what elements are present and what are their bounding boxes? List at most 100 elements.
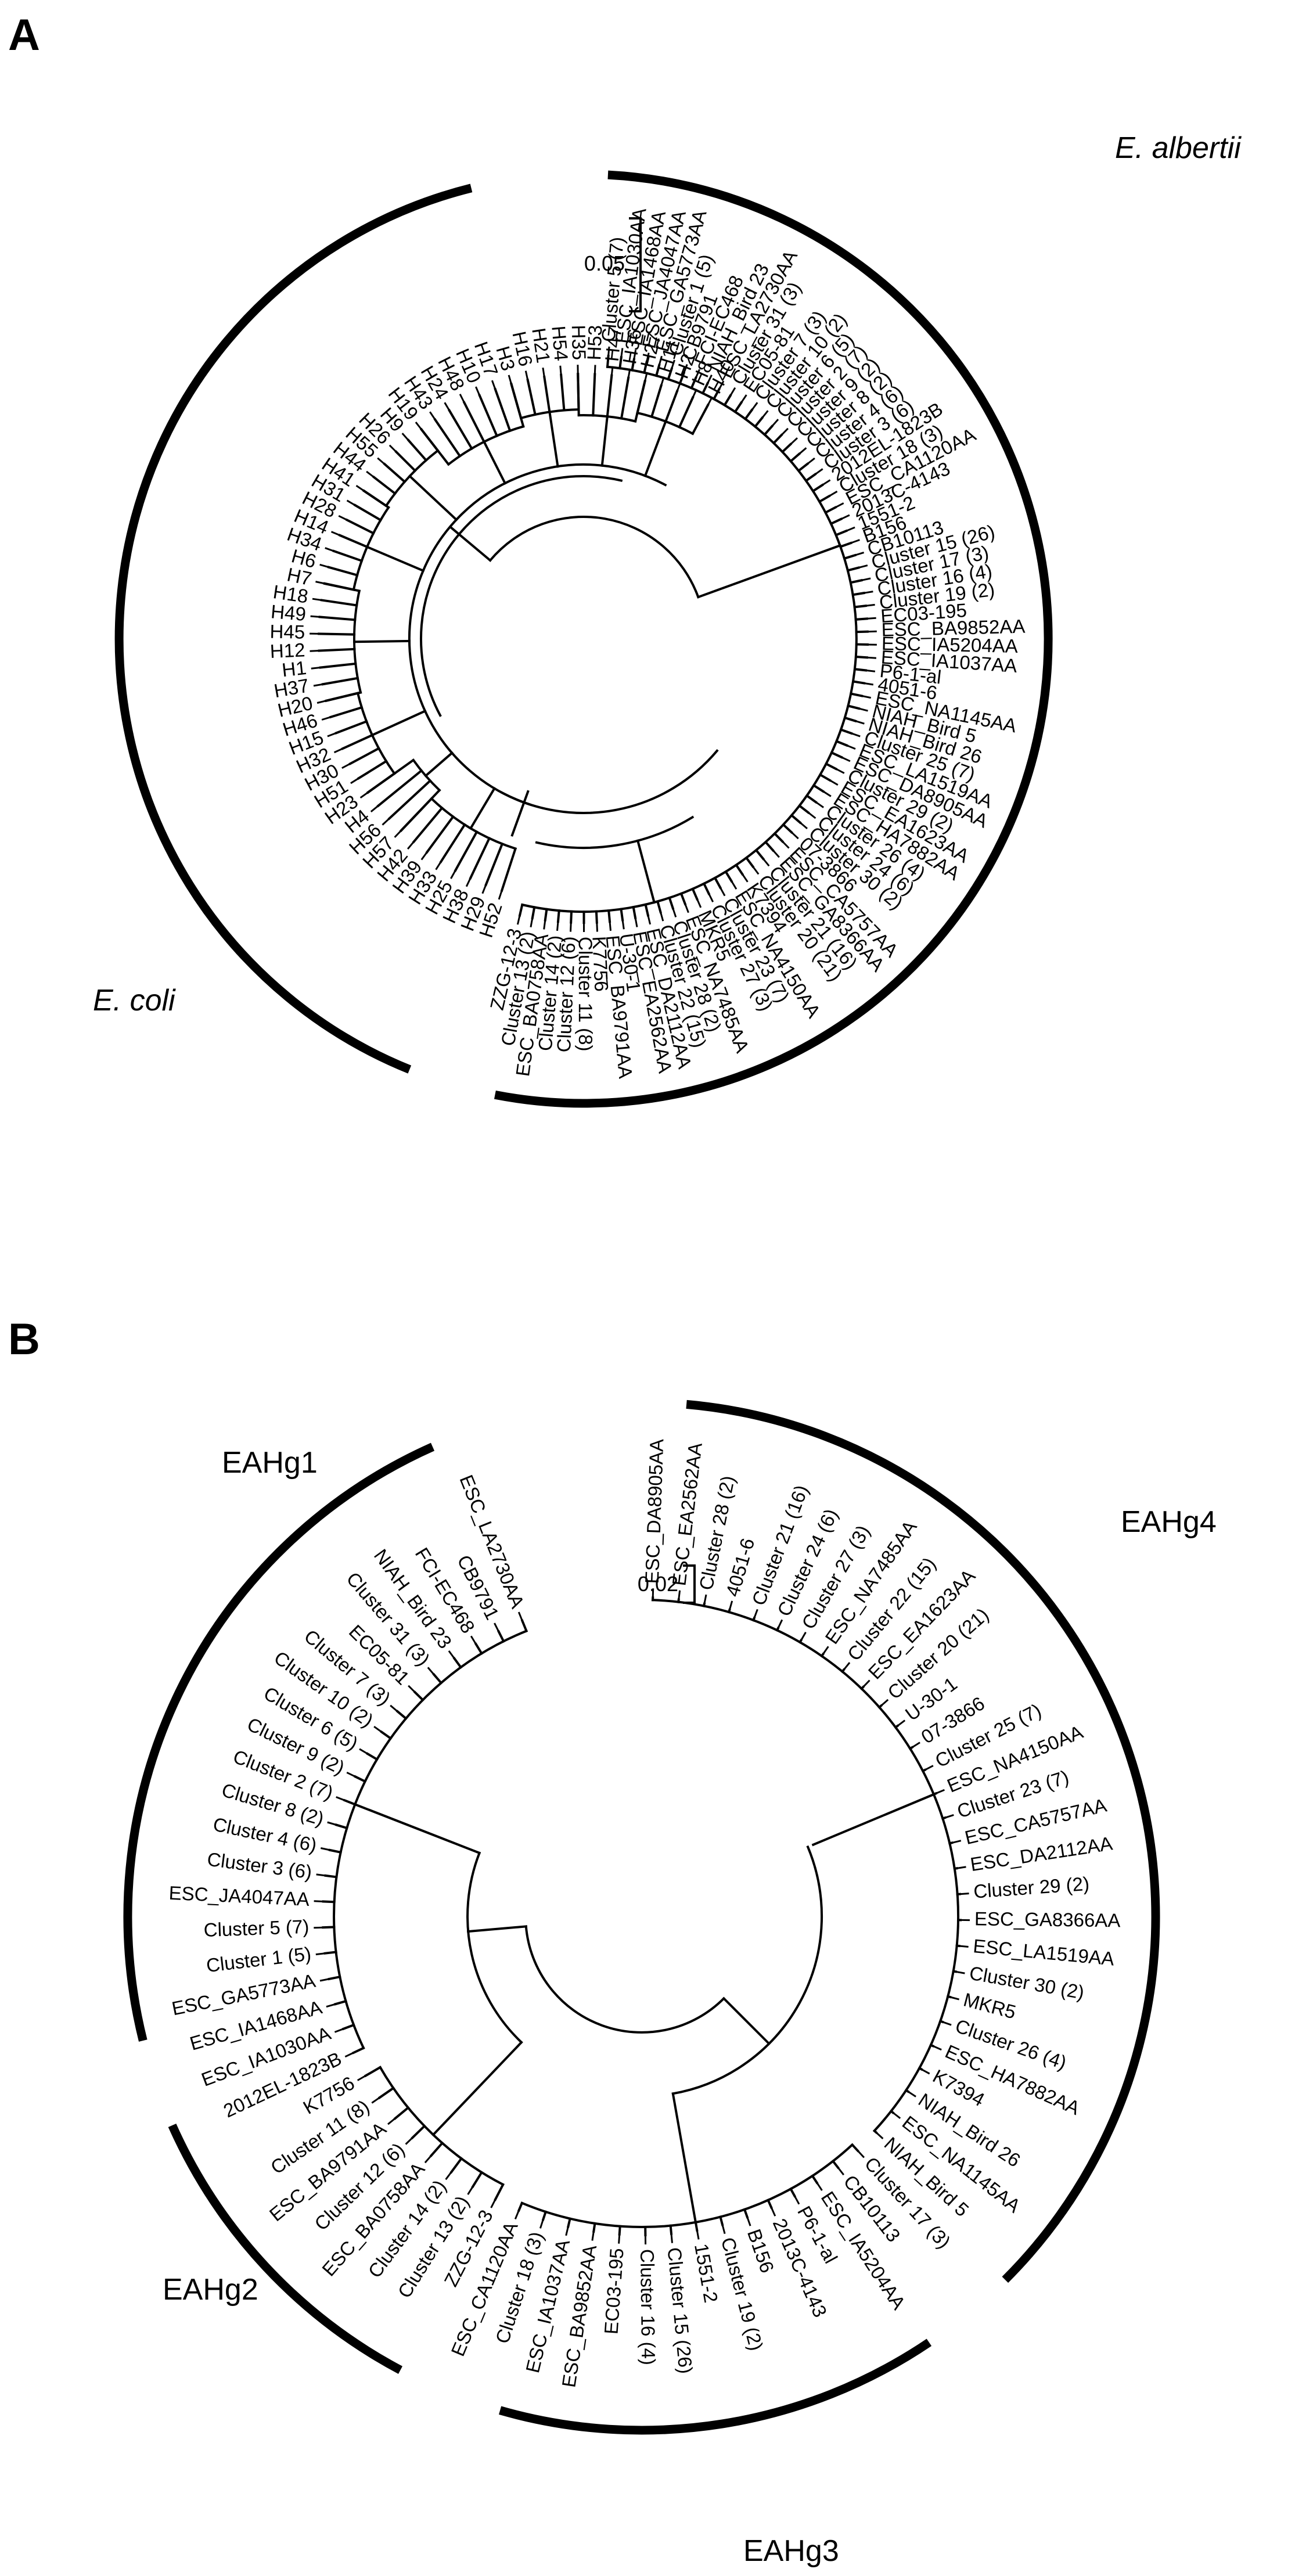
panel-a-leaf-branch bbox=[799, 822, 808, 830]
panel-a-leaf-branch bbox=[660, 912, 664, 922]
panel-a-leaf-branch bbox=[435, 861, 442, 870]
panel-b-leaf-stem bbox=[323, 1951, 337, 1955]
panel-a-albertii-branch bbox=[830, 751, 844, 759]
panel-b-leaf-branch bbox=[770, 2207, 776, 2217]
panel-a-albertii-branch bbox=[853, 668, 868, 672]
panel-a-leaf-branch bbox=[864, 682, 874, 686]
panel-a-ecoli-branch bbox=[319, 662, 357, 669]
panel-b-root-arc-arc bbox=[524, 1925, 726, 2034]
panel-a-leaf-branch bbox=[846, 744, 856, 750]
panel-a-leaf-branch bbox=[312, 598, 322, 601]
panel-b-leaf-stem bbox=[566, 2217, 572, 2228]
panel-b-leaf-branch bbox=[315, 1952, 325, 1956]
panel-a-leaf-h53: H53 bbox=[583, 325, 606, 361]
panel-b-leaf-stem bbox=[334, 1823, 348, 1830]
panel-a-albertii-branch bbox=[656, 900, 662, 914]
panel-b-leaf-branch bbox=[539, 2219, 544, 2229]
panel-b-leaf-stem bbox=[592, 2222, 596, 2233]
panel-a-ecoli-stem-4 bbox=[408, 474, 458, 521]
panel-b-leaf-branch bbox=[703, 1594, 707, 1604]
panel-a-leaf-branch bbox=[858, 564, 868, 569]
panel-a-leaf-branch bbox=[815, 801, 824, 808]
panel-b-group-label-eahg2: EAHg2 bbox=[163, 2273, 258, 2307]
panel-a-leaf-branch bbox=[370, 805, 379, 812]
panel-a-ecoli-branch bbox=[691, 403, 710, 436]
panel-a-albertii-branch bbox=[839, 541, 852, 548]
panel-b-group-label-eahg3: EAHg3 bbox=[743, 2534, 839, 2568]
panel-a-leaf-branch bbox=[695, 369, 700, 379]
panel-a-ecoli-branch bbox=[376, 769, 423, 808]
panel-a-leaf-branch bbox=[498, 890, 503, 900]
panel-b-leaf-branch bbox=[678, 1590, 681, 1600]
panel-a-leaf-branch bbox=[543, 920, 546, 930]
panel-b-leaf-stem bbox=[921, 1768, 927, 1773]
panel-b-leaf-branch bbox=[517, 1611, 523, 1621]
panel-a-albertii-branch bbox=[839, 728, 853, 735]
panel-b-leaf-branch bbox=[816, 2182, 823, 2191]
panel-a-leaf-branch bbox=[459, 394, 465, 403]
panel-a-leaf-branch bbox=[707, 375, 713, 384]
panel-a-albertii-branch bbox=[518, 903, 524, 917]
panel-b-leaf-branch bbox=[408, 1685, 416, 1693]
panel-a-ecoli-branch bbox=[484, 842, 504, 887]
panel-a-leaf-branch bbox=[835, 768, 845, 774]
panel-b-leaf-stem bbox=[474, 1642, 484, 1656]
panel-a-leaf-branch bbox=[861, 577, 871, 581]
panel-b-leaf-branch bbox=[721, 2224, 726, 2234]
panel-b-leaf-stem bbox=[952, 1970, 958, 1973]
panel-a-leaf-branch bbox=[861, 695, 871, 699]
panel-a-ecoli-branch bbox=[366, 758, 415, 794]
panel-b-leaf-branch bbox=[932, 2045, 942, 2051]
panel-a-leaf-cluster-12-6: Cluster 12 (6) bbox=[553, 936, 580, 1053]
panel-b-leaf-branch bbox=[357, 2075, 366, 2081]
panel-b-leaf-stem bbox=[364, 2066, 382, 2078]
panel-a-ecoli-branch bbox=[327, 566, 359, 577]
panel-a-ecoli-branch bbox=[469, 836, 491, 880]
panel-a-albertii-branch bbox=[735, 863, 744, 876]
panel-a-ecoli-branch bbox=[478, 394, 499, 438]
panel-b-leaf-branch bbox=[936, 1789, 945, 1794]
panel-a-albertii-branch bbox=[804, 473, 817, 483]
panel-a-ecoli-stem-5 bbox=[365, 545, 425, 573]
panel-b-leaf-stem bbox=[411, 2124, 426, 2140]
panel-a-leaf-branch bbox=[333, 747, 343, 754]
panel-b-leaf-branch bbox=[925, 1765, 934, 1771]
panel-a-ecoli-branch bbox=[494, 387, 512, 433]
panel-a-ecoli-branch bbox=[448, 409, 474, 451]
panel-a-albertii-branch bbox=[811, 483, 824, 493]
panel-b-leaf-stem bbox=[413, 1690, 425, 1702]
panel-b-leaf-branch bbox=[467, 2186, 474, 2195]
panel-b-leaf-branch bbox=[907, 2091, 916, 2098]
panel-b-leaf-stem bbox=[341, 2023, 355, 2031]
panel-a-label: A bbox=[8, 10, 40, 60]
panel-a-ecoli-stem-2 bbox=[548, 411, 559, 468]
panel-b-leaf-branch bbox=[892, 2111, 901, 2119]
panel-a-leaf-branch bbox=[660, 376, 665, 386]
panel-b-leaf-stem bbox=[520, 1619, 528, 1633]
panel-b-leaf-branch bbox=[944, 1814, 954, 1819]
panel-b-leaf-stem bbox=[322, 1926, 336, 1929]
panel-b-arc-eahg4 bbox=[686, 1399, 1160, 2283]
panel-a-ecoli-branch bbox=[462, 401, 486, 444]
panel-a-leaf-branch bbox=[822, 790, 832, 797]
panel-b-leaf-branch bbox=[314, 1900, 323, 1902]
panel-a-albertii-branch bbox=[772, 433, 783, 445]
panel-a-scale-bar: 0.05 bbox=[584, 217, 642, 312]
panel-b-leaf-branch bbox=[514, 2210, 520, 2219]
panel-a-leaf-branch bbox=[840, 514, 850, 520]
panel-a-ecoli-branch bbox=[454, 830, 479, 872]
panel-a-leaf-branch bbox=[620, 348, 624, 358]
panel-a-leaf-h49: H49 bbox=[270, 600, 307, 625]
panel-a-albertii-branch bbox=[850, 692, 864, 697]
panel-a-leaf-branch bbox=[377, 457, 386, 465]
panel-b-leaf-branch bbox=[326, 2003, 336, 2008]
panel-b-group-0-stem bbox=[811, 1793, 936, 1847]
panel-a-ecoli-branch bbox=[592, 373, 596, 417]
panel-a-albertii-branch bbox=[712, 387, 721, 401]
panel-a-albertii-branch bbox=[818, 773, 832, 782]
panel-b-group-arcs bbox=[123, 1399, 1160, 2435]
panel-a-leaf-branch bbox=[310, 650, 319, 652]
panel-b-leaf-branch bbox=[427, 1667, 435, 1675]
panel-a-leaf-branch bbox=[559, 365, 562, 375]
